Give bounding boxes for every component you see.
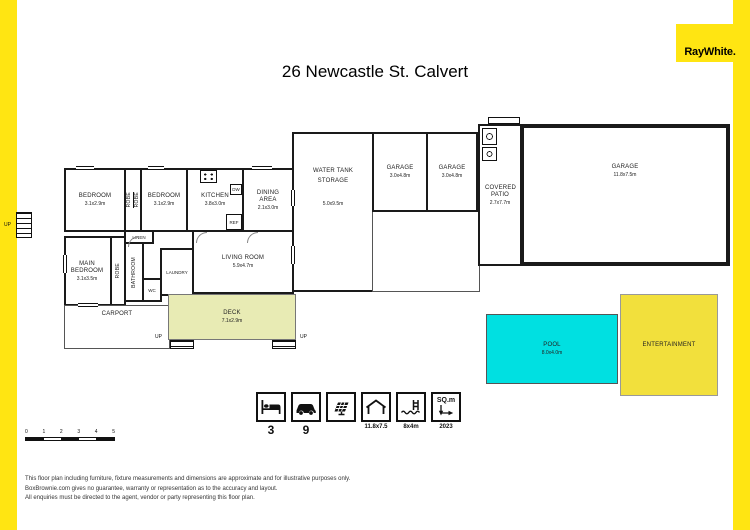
scale-bar-segments — [25, 437, 115, 441]
room-bedroom-2: BEDROOM 3.1x2.9m — [140, 168, 188, 232]
legend-land-area: SQ.m 2023 — [431, 392, 461, 437]
fridge-box: REF — [226, 214, 242, 230]
room-water-tank-storage: WATER TANK STORAGE 5.0x9.5m — [292, 132, 374, 292]
stove-icon — [200, 170, 217, 183]
legend-bedrooms: 3 — [256, 392, 286, 437]
room-carport: CARPORT — [64, 305, 170, 349]
storage-label-2: STORAGE — [317, 178, 349, 184]
deck-steps-right-icon — [272, 340, 296, 349]
hot-water-unit-icon — [482, 128, 497, 145]
scale-ticks: 0 1 2 3 4 5 — [25, 429, 115, 435]
scale-bar: 0 1 2 3 4 5 — [25, 429, 115, 441]
robe-2-label: ROBE — [133, 192, 140, 208]
brand-bar-left — [0, 0, 17, 530]
car-spaces-count: 9 — [302, 423, 310, 437]
door-arc-icon — [128, 236, 139, 247]
pool-size: 8x4m — [403, 424, 419, 430]
raywhite-logo-text: RayWhite. — [684, 46, 736, 58]
storage-dims: 5.0x9.5m — [322, 201, 344, 207]
room-garage-main: GARAGE 11.8x7.5m — [520, 124, 730, 266]
legend-pool: 8x4m — [396, 392, 426, 437]
up-label-west: UP — [4, 222, 11, 228]
window-icon — [148, 166, 164, 170]
entertainment-area: ENTERTAINMENT — [620, 294, 718, 396]
room-garage-1: GARAGE 3.0x4.8m — [372, 132, 428, 212]
door-arc-icon — [247, 232, 258, 243]
room-wc: WC — [142, 278, 162, 302]
fridge-label: REF — [229, 219, 239, 225]
room-bathroom: BATHROOM — [124, 242, 144, 302]
shed-icon — [361, 392, 391, 422]
window-icon — [291, 190, 295, 206]
legend-car-spaces: 9 — [291, 392, 321, 437]
stairs-west-icon — [16, 212, 32, 238]
room-covered-patio: COVERED PATIO 2.7x7.7m — [478, 124, 522, 266]
disclaimer: This floor plan including furniture, fix… — [25, 475, 585, 504]
dishwasher-box: DW — [230, 184, 242, 195]
disclaimer-line-2: BoxBrownie.com gives no guarantee, warra… — [25, 485, 278, 492]
car-icon — [291, 392, 321, 422]
window-icon — [291, 246, 295, 264]
land-area-value: 2023 — [439, 424, 453, 430]
pool-icon — [396, 392, 426, 422]
legend-shed: 11.8x7.5 — [361, 392, 391, 437]
brand-bar-right — [733, 0, 750, 530]
garage-door-leaf — [488, 117, 520, 124]
area-icon: SQ.m — [431, 392, 461, 422]
up-label-deck-left: UP — [155, 334, 162, 340]
pool-area: POOL 8.0x4.0m — [486, 314, 618, 384]
disclaimer-line-1: This floor plan including furniture, fix… — [25, 476, 351, 482]
window-icon — [76, 166, 94, 170]
disclaimer-line-3: All enquiries must be directed to the ag… — [25, 495, 255, 501]
room-garage-2: GARAGE 3.0x4.8m — [426, 132, 478, 212]
legend-solar — [326, 392, 356, 437]
window-icon — [78, 303, 98, 307]
storage-label-1: WATER TANK — [312, 168, 354, 174]
raywhite-logo: RayWhite. — [676, 24, 744, 62]
robe-1-label: ROBE — [126, 192, 133, 208]
door-arc-icon — [196, 232, 207, 243]
window-icon — [63, 255, 67, 273]
room-deck: DECK 7.1x2.9m — [168, 294, 296, 340]
room-laundry: LAUNDRY — [160, 248, 194, 296]
up-label-deck-right: UP — [300, 334, 307, 340]
solar-panel-icon — [326, 392, 356, 422]
feature-legend: 3 9 — [256, 392, 461, 437]
room-dining-area: DINING AREA 2.1x3.0m — [242, 168, 294, 232]
bedrooms-count: 3 — [267, 423, 275, 437]
page-title: 26 Newcastle St. Calvert — [281, 62, 469, 81]
room-bedroom-1: BEDROOM 3.1x2.9m — [64, 168, 126, 232]
deck-steps-left-icon — [170, 340, 194, 349]
shed-size: 11.8x7.5 — [364, 424, 388, 430]
dishwasher-label: DW — [232, 187, 240, 192]
window-icon — [252, 166, 272, 170]
sqm-label: SQ.m — [436, 396, 456, 404]
room-living-room: LIVING ROOM 5.9x4.7m — [192, 230, 294, 294]
bed-icon — [256, 392, 286, 422]
water-tank-icon — [482, 147, 497, 161]
